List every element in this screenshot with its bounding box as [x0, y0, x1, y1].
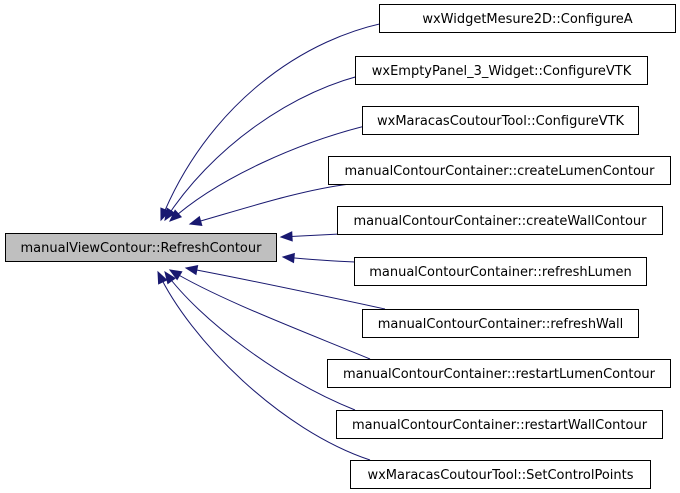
arrowhead — [279, 231, 293, 242]
edge-wxmaracascoutourtool-configurevtk — [169, 121, 383, 222]
edge-createlumencontour — [188, 183, 351, 226]
arrowhead — [164, 270, 177, 285]
caller-createwallcontour-label: manualContourContainer::createWallContou… — [353, 214, 647, 229]
caller-createlumencontour-box — [328, 156, 671, 185]
caller-refreshwall-box — [362, 309, 639, 338]
arrowhead — [281, 252, 295, 264]
arrowhead — [157, 270, 168, 285]
edges-layer — [157, 19, 401, 461]
caller-setcontrolpoints-label: wxMaracasCoutourTool::SetControlPoints — [367, 468, 633, 483]
edge-createwallcontour — [279, 231, 341, 242]
edge-line — [169, 269, 371, 360]
edge-restartwallcontour — [164, 270, 356, 411]
edge-line — [169, 121, 383, 222]
edge-refreshwall — [184, 264, 386, 310]
caller-wxmaracascoutourtool-configurevtk[interactable]: wxMaracasCoutourTool::ConfigureVTK — [362, 106, 639, 135]
edge-line — [164, 71, 376, 221]
arrowhead — [169, 209, 183, 222]
caller-restartwallcontour[interactable]: manualContourContainer::restartWallConto… — [336, 410, 663, 439]
caller-wxemptypanel-3-widget-configurevtk-label: wxEmptyPanel_3_Widget::ConfigureVTK — [372, 64, 632, 79]
caller-wxwidgetmesure2d-configurea-box — [379, 4, 676, 33]
nodes-layer: manualViewContour::RefreshContour wxWidge… — [5, 4, 676, 489]
caller-restartlumencontour-label: manualContourContainer::restartLumenCont… — [343, 367, 656, 382]
edge-line — [189, 183, 351, 225]
edge-refreshlumen — [281, 252, 356, 264]
caller-wxemptypanel-3-widget-configurevtk-box — [355, 56, 648, 85]
focus-node-label: manualViewContour::RefreshContour — [21, 241, 263, 256]
caller-wxmaracascoutourtool-configurevtk-box — [362, 106, 639, 135]
edge-line — [157, 271, 371, 461]
arrowhead — [164, 207, 176, 222]
arrowhead — [188, 215, 203, 226]
caller-setcontrolpoints-box — [350, 460, 651, 489]
caller-createlumencontour[interactable]: manualContourContainer::createLumenConto… — [328, 156, 671, 185]
caller-refreshlumen-label: manualContourContainer::refreshLumen — [369, 265, 632, 280]
caller-createwallcontour[interactable]: manualContourContainer::createWallContou… — [337, 206, 663, 235]
caller-restartwallcontour-box — [336, 410, 663, 439]
edge-setcontrolpoints — [157, 270, 371, 461]
arrowhead — [168, 269, 183, 281]
caller-wxwidgetmesure2d-configurea-label: wxWidgetMesure2D::ConfigureA — [422, 12, 632, 27]
caller-refreshwall-label: manualContourContainer::refreshWall — [378, 317, 624, 332]
caller-wxmaracascoutourtool-configurevtk-label: wxMaracasCoutourTool::ConfigureVTK — [377, 114, 624, 129]
caller-setcontrolpoints[interactable]: wxMaracasCoutourTool::SetControlPoints — [350, 460, 651, 489]
focus-node-box — [5, 233, 277, 262]
caller-createlumencontour-label: manualContourContainer::createLumenConto… — [345, 164, 656, 179]
caller-wxwidgetmesure2d-configurea[interactable]: wxWidgetMesure2D::ConfigureA — [379, 4, 676, 33]
edge-restartlumencontour — [168, 269, 371, 360]
caller-restartlumencontour-box — [327, 359, 671, 388]
caller-refreshlumen-box — [354, 257, 647, 286]
caller-restartlumencontour[interactable]: manualContourContainer::restartLumenCont… — [327, 359, 671, 388]
edge-line — [164, 271, 356, 411]
caller-wxemptypanel-3-widget-configurevtk[interactable]: wxEmptyPanel_3_Widget::ConfigureVTK — [355, 56, 648, 85]
caller-createwallcontour-box — [337, 206, 663, 235]
edge-line — [160, 19, 401, 221]
caller-restartwallcontour-label: manualContourContainer::restartWallConto… — [352, 418, 648, 433]
edge-line — [185, 267, 386, 310]
edge-wxemptypanel-3-widget-configurevtk — [164, 71, 376, 222]
focus-node[interactable]: manualViewContour::RefreshContour — [5, 233, 277, 262]
caller-refreshlumen[interactable]: manualContourContainer::refreshLumen — [354, 257, 647, 286]
caller-refreshwall[interactable]: manualContourContainer::refreshWall — [362, 309, 639, 338]
arrowhead — [184, 264, 199, 276]
